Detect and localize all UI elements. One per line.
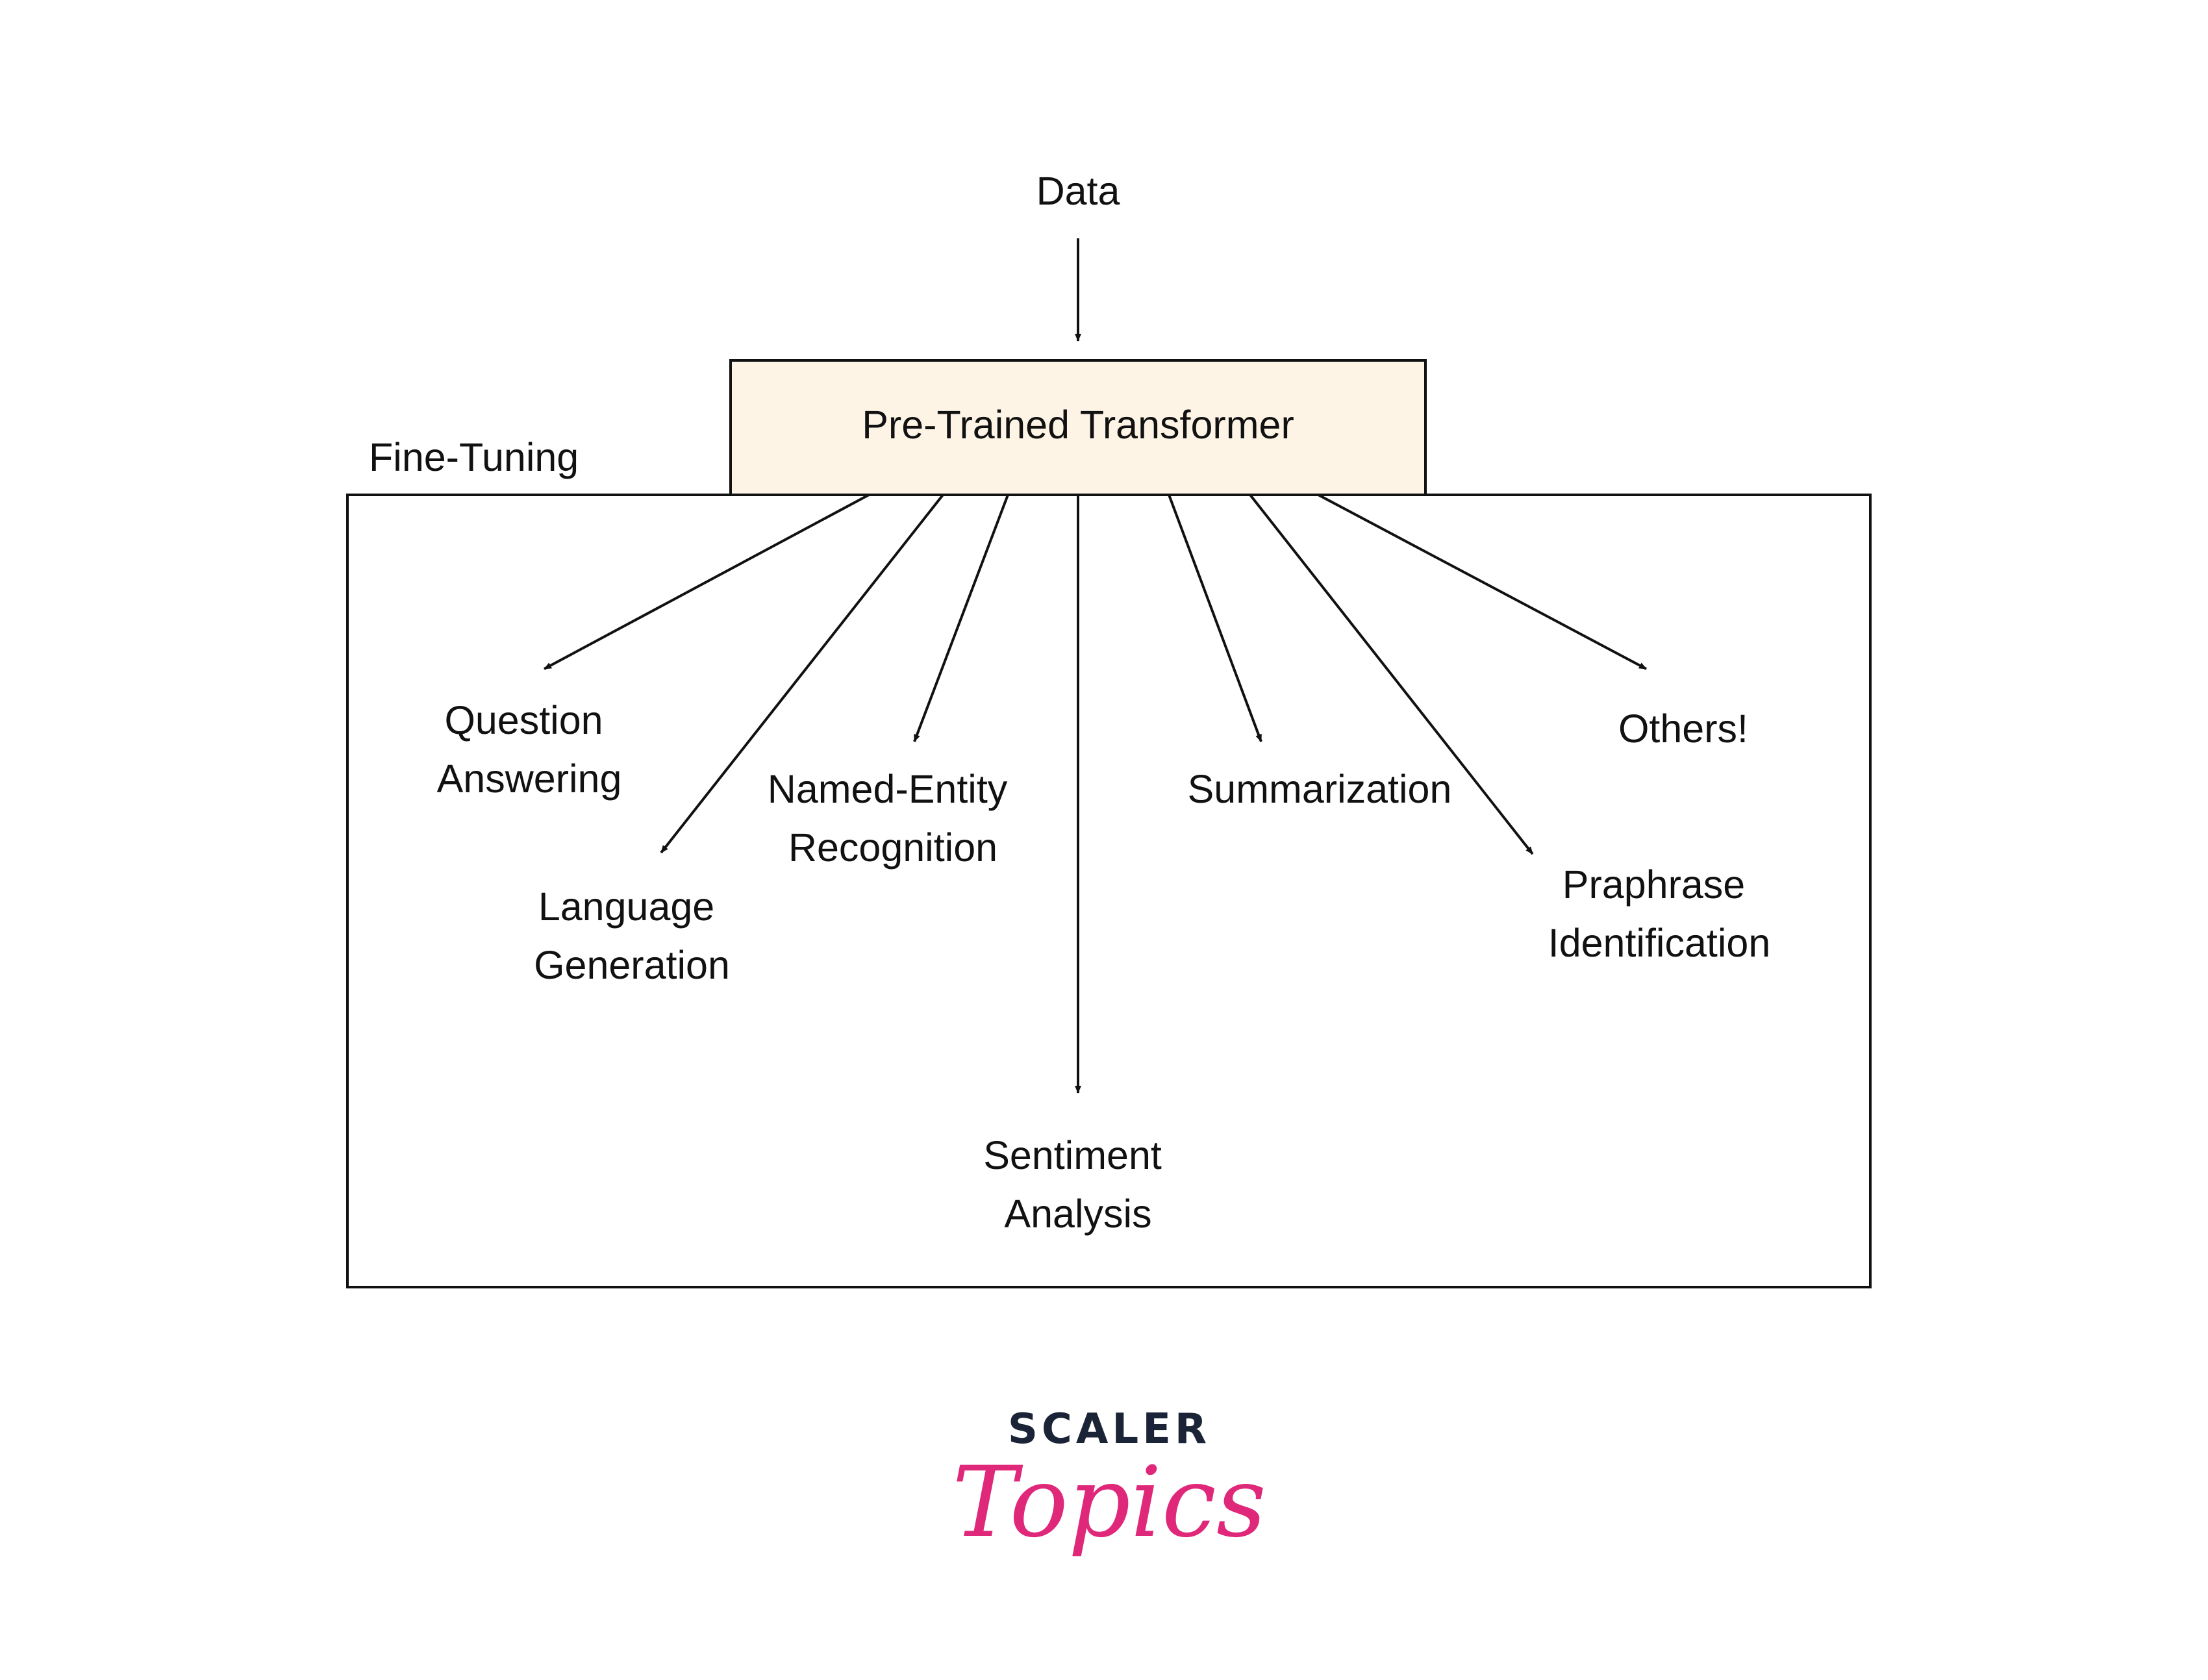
task-language-generation: Language Generation	[534, 884, 730, 987]
brand-topics-text: Topics	[952, 1446, 1266, 1559]
arrow-paraphrase-identification	[1249, 494, 1534, 855]
task-others: Others!	[1618, 707, 1748, 751]
fine-tuning-label: Fine-Tuning	[369, 435, 579, 479]
task-question-answering: Question Answering	[437, 698, 622, 801]
data-label: Data	[1036, 169, 1120, 213]
scaler-topics-logo: SCALER Topics	[952, 1405, 1266, 1559]
task-named-entity-recognition: Named-Entity Recognition	[768, 767, 1018, 870]
brand-scaler-text: SCALER	[1008, 1405, 1211, 1453]
task-summarization: Summarization	[1188, 767, 1452, 811]
task-sentiment-analysis: Sentiment Analysis	[983, 1133, 1173, 1236]
pretrained-transformer-label: Pre-Trained Transformer	[862, 403, 1294, 447]
arrow-named-entity-recognition	[913, 494, 1009, 742]
arrow-language-generation	[660, 494, 944, 854]
arrow-question-answering	[544, 494, 870, 670]
arrow-summarization	[1168, 494, 1262, 742]
arrow-others	[1318, 494, 1647, 670]
task-paraphrase-identification: Praphrase Identification	[1548, 862, 1771, 965]
